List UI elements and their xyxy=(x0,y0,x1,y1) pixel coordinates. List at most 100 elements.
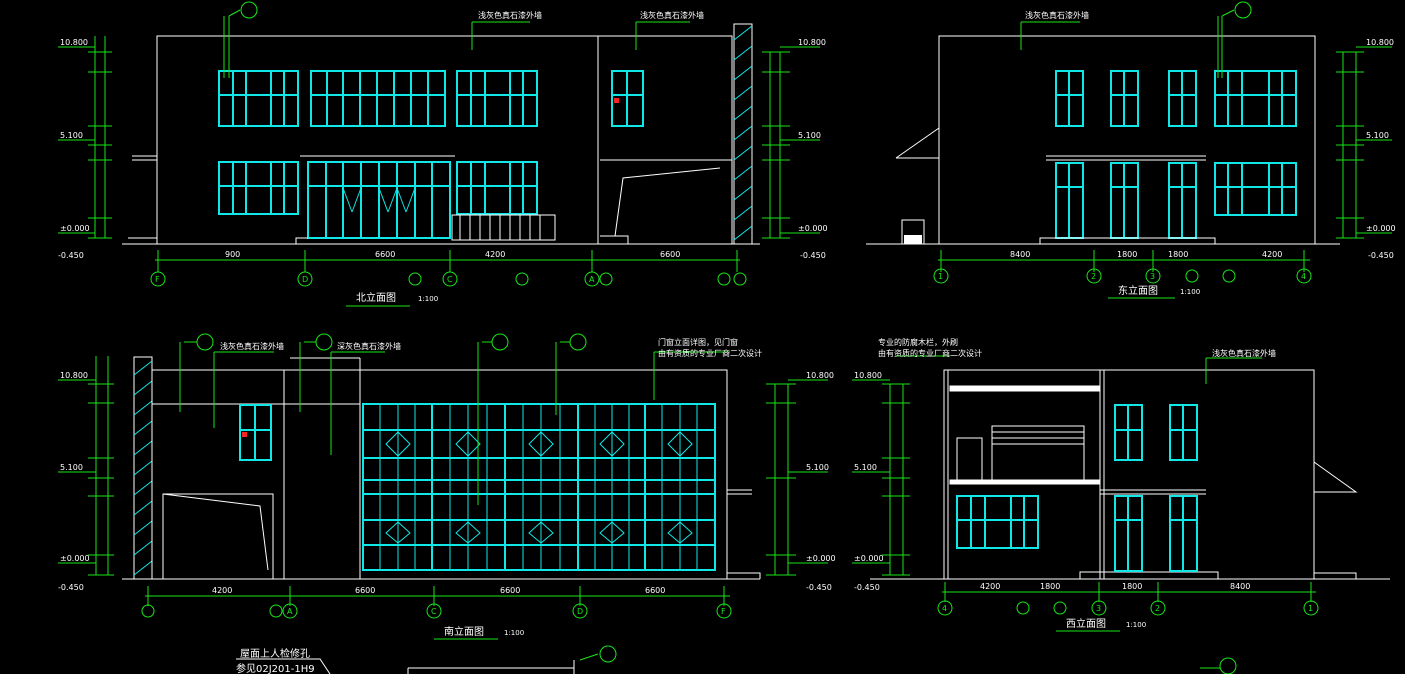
north-axis-line: 900 6600 4200 6600 xyxy=(155,250,740,272)
svg-text:1: 1 xyxy=(1308,604,1313,613)
south-axis-line: 4200 6600 6600 6600 xyxy=(145,586,730,606)
north-annotations: 浅灰色真石漆外墙 浅灰色真石漆外墙 xyxy=(223,1,704,78)
svg-text:-0.450: -0.450 xyxy=(800,251,826,260)
west-windows xyxy=(956,404,1198,572)
south-axis-bubbles: A C D F xyxy=(141,603,732,619)
svg-text:D: D xyxy=(577,607,583,616)
svg-text:-0.450: -0.450 xyxy=(58,583,84,592)
north-lower-windows xyxy=(218,155,556,244)
svg-text:8400: 8400 xyxy=(1010,250,1030,259)
svg-text:2: 2 xyxy=(1091,272,1096,281)
svg-text:1: 1 xyxy=(938,272,943,281)
north-level-mid: 5.100 xyxy=(60,131,83,140)
south-curtain-wall xyxy=(362,403,716,571)
south-elevation-title: 南立面图 xyxy=(444,625,484,638)
south-building-outline xyxy=(151,369,728,580)
svg-text:6600: 6600 xyxy=(645,586,665,595)
svg-text:±0.000: ±0.000 xyxy=(806,554,836,563)
svg-text:10.800: 10.800 xyxy=(798,38,826,47)
south-marker-icon xyxy=(242,432,247,437)
north-building-outline xyxy=(156,35,733,245)
svg-text:4200: 4200 xyxy=(485,250,505,259)
east-elevation-scale: 1:100 xyxy=(1180,288,1200,296)
north-callout-circle xyxy=(240,1,258,19)
east-note-top: 浅灰色真石漆外墙 xyxy=(1025,10,1089,20)
bottom-detail-note: 屋面上人检修孔 参见02J201-1H9 xyxy=(236,645,1237,674)
north-axis-2: C xyxy=(447,275,453,284)
svg-text:1800: 1800 xyxy=(1122,582,1142,591)
north-left-dimensions: 10.800 5.100 ±0.000 -0.450 xyxy=(58,36,112,260)
west-note-top3: 浅灰色真石漆外墙 xyxy=(1212,348,1276,358)
west-axis-bubbles: 4 3 2 1 xyxy=(937,600,1319,616)
west-elevation-scale: 1:100 xyxy=(1126,621,1146,629)
svg-text:-0.450: -0.450 xyxy=(1368,251,1394,260)
west-elevation-title: 西立面图 xyxy=(1066,617,1106,630)
svg-text:6600: 6600 xyxy=(500,586,520,595)
south-note-right1: 门窗立面详图，见门窗 xyxy=(658,337,738,347)
east-axis-bubbles: 1 2 3 4 xyxy=(933,268,1312,284)
east-building-outline xyxy=(938,35,1316,245)
south-annotations: 浅灰色真石漆外墙 深灰色真石漆外墙 门窗立面详图，见门窗 由有资质的专业厂商二次… xyxy=(179,333,762,505)
svg-text:C: C xyxy=(431,607,437,616)
svg-text:1800: 1800 xyxy=(1040,582,1060,591)
north-axis-1: D xyxy=(302,275,308,284)
east-elevation-title: 东立面图 xyxy=(1118,284,1158,297)
north-level-zero: ±0.000 xyxy=(60,224,90,233)
svg-text:6600: 6600 xyxy=(375,250,395,259)
svg-text:3: 3 xyxy=(1150,272,1155,281)
svg-text:3: 3 xyxy=(1096,604,1101,613)
svg-text:±0.000: ±0.000 xyxy=(854,554,884,563)
north-hatched-wall xyxy=(733,23,753,245)
west-annotations: 专业的防腐木栏，外刷 由有资质的专业厂商二次设计 浅灰色真石漆外墙 xyxy=(878,337,1276,384)
north-axis-bubbles: F D C A xyxy=(150,271,747,287)
west-note-top1: 专业的防腐木栏，外刷 xyxy=(878,337,958,347)
svg-text:4200: 4200 xyxy=(212,586,232,595)
south-left-dimensions: 10.800 5.100 ±0.000 -0.450 xyxy=(58,356,114,592)
north-hatch-lines xyxy=(733,25,753,241)
svg-text:±0.000: ±0.000 xyxy=(1366,224,1396,233)
svg-text:8400: 8400 xyxy=(1230,582,1250,591)
bottom-note-line1: 屋面上人检修孔 xyxy=(240,647,310,660)
east-axis-line: 8400 1800 1800 4200 xyxy=(938,250,1310,272)
south-note-right2: 由有资质的专业厂商二次设计 xyxy=(658,348,762,358)
south-note-top: 浅灰色真石漆外墙 xyxy=(220,341,284,351)
svg-text:±0.000: ±0.000 xyxy=(60,554,90,563)
svg-text:6600: 6600 xyxy=(355,586,375,595)
east-right-dimensions: 10.800 5.100 ±0.000 -0.450 xyxy=(1336,38,1396,260)
svg-text:4200: 4200 xyxy=(1262,250,1282,259)
svg-text:1800: 1800 xyxy=(1168,250,1188,259)
west-left-dimensions: 10.800 5.100 ±0.000 -0.450 xyxy=(852,371,910,592)
svg-text:10.800: 10.800 xyxy=(854,371,882,380)
svg-text:10.800: 10.800 xyxy=(1366,38,1394,47)
svg-text:5.100: 5.100 xyxy=(60,463,83,472)
south-elevation: 10.800 5.100 ±0.000 -0.450 浅灰色真石漆外墙 xyxy=(58,333,836,640)
west-axis-line: 4200 1800 1800 8400 xyxy=(942,582,1316,602)
south-right-dimensions: 10.800 5.100 ±0.000 -0.450 xyxy=(766,371,836,592)
svg-text:5.100: 5.100 xyxy=(806,463,829,472)
svg-text:4: 4 xyxy=(942,604,947,613)
north-elevation: 10.800 5.100 ±0.000 -0.450 xyxy=(58,1,828,307)
svg-text:2: 2 xyxy=(1155,604,1160,613)
svg-text:10.800: 10.800 xyxy=(806,371,834,380)
south-small-window xyxy=(239,404,272,461)
north-note-top: 浅灰色真石漆外墙 xyxy=(478,10,542,20)
svg-text:F: F xyxy=(721,607,726,616)
svg-text:±0.000: ±0.000 xyxy=(798,224,828,233)
north-elevation-scale: 1:100 xyxy=(418,295,438,303)
north-marker-icon xyxy=(614,98,619,103)
svg-text:10.800: 10.800 xyxy=(60,371,88,380)
north-right-dimensions: 10.800 5.100 ±0.000 -0.450 xyxy=(762,38,828,260)
svg-text:4: 4 xyxy=(1301,272,1306,281)
north-axis-0: F xyxy=(155,275,160,284)
svg-text:-0.450: -0.450 xyxy=(854,583,880,592)
svg-text:A: A xyxy=(287,607,293,616)
svg-text:5.100: 5.100 xyxy=(854,463,877,472)
north-axis-3: A xyxy=(589,275,595,284)
east-elevation: 浅灰色真石漆外墙 10.800 5.100 ±0.000 -0.450 8400… xyxy=(866,1,1396,299)
svg-text:1800: 1800 xyxy=(1117,250,1137,259)
north-level-top: 10.800 xyxy=(60,38,88,47)
bottom-note-line2: 参见02J201-1H9 xyxy=(236,662,315,674)
north-elevation-title: 北立面图 xyxy=(356,291,396,304)
svg-text:5.100: 5.100 xyxy=(1366,131,1389,140)
